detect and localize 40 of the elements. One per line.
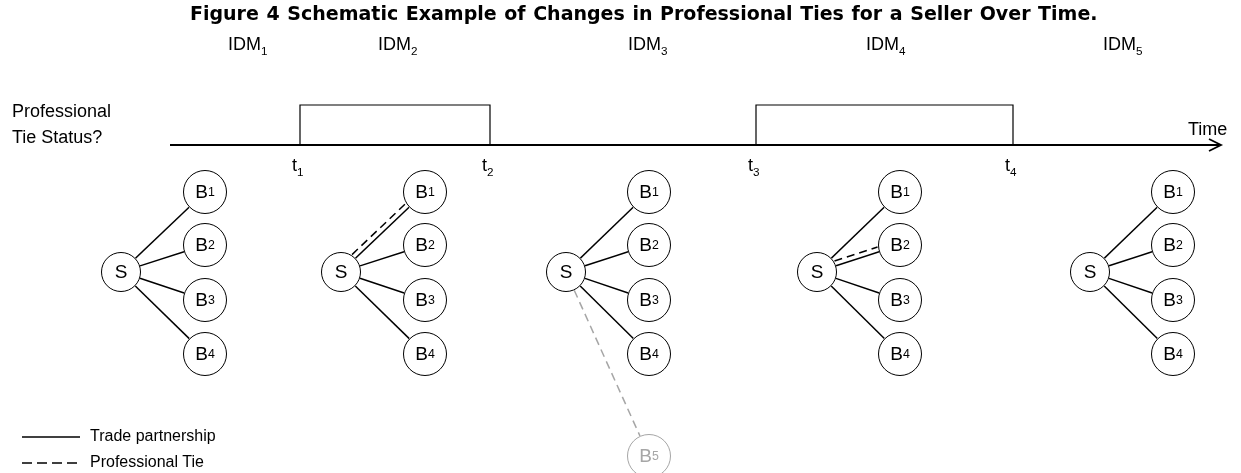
connector-line xyxy=(134,285,190,340)
legend-text: Trade partnership xyxy=(90,427,216,445)
connector-line xyxy=(1103,285,1159,340)
seller-circle: S xyxy=(797,252,837,292)
figure-title: Figure 4 Schematic Example of Changes in Professional Ties for a Seller Over Time. xyxy=(190,2,1098,24)
connector-line xyxy=(579,206,634,259)
connector-line xyxy=(830,206,885,259)
seller-circle: S xyxy=(101,252,141,292)
idm-label: IDM$_{2}$ xyxy=(378,34,418,57)
connector-line xyxy=(835,277,880,294)
idm-label: IDM$_{1}$ xyxy=(228,34,268,57)
time-point-label: t$_{1}$ xyxy=(292,155,304,178)
connector-line xyxy=(354,285,410,340)
connector-line xyxy=(134,206,190,259)
connector-line xyxy=(579,285,635,340)
time-point-label: t$_{2}$ xyxy=(482,155,494,178)
dashed-line xyxy=(573,289,641,437)
connector-line xyxy=(835,251,880,267)
time-point-label: t$_{4}$ xyxy=(1005,155,1017,178)
idm-label: IDM$_{5}$ xyxy=(1103,34,1143,57)
idm-label: IDM$_{3}$ xyxy=(628,34,668,57)
connector-line xyxy=(139,277,185,294)
connector-line xyxy=(584,251,629,267)
connector-line xyxy=(359,251,405,267)
dashed-line xyxy=(833,246,879,262)
connector-line xyxy=(584,277,629,294)
legend-text: Professional Tie xyxy=(90,453,204,471)
connector-line xyxy=(830,285,886,340)
axis-label: Time xyxy=(1188,119,1228,140)
time-point-label: t$_{3}$ xyxy=(748,155,760,178)
connector-line xyxy=(1103,206,1158,259)
idm-label: IDM$_{4}$ xyxy=(866,34,906,57)
connector-line xyxy=(139,251,185,267)
axis-label: Professional Tie Status? xyxy=(12,100,113,149)
connector-line xyxy=(1108,277,1153,294)
seller-circle: S xyxy=(321,252,361,292)
seller-circle: S xyxy=(1070,252,1110,292)
connector-line xyxy=(1108,251,1153,267)
seller-circle: S xyxy=(546,252,586,292)
connector-line xyxy=(359,277,405,294)
